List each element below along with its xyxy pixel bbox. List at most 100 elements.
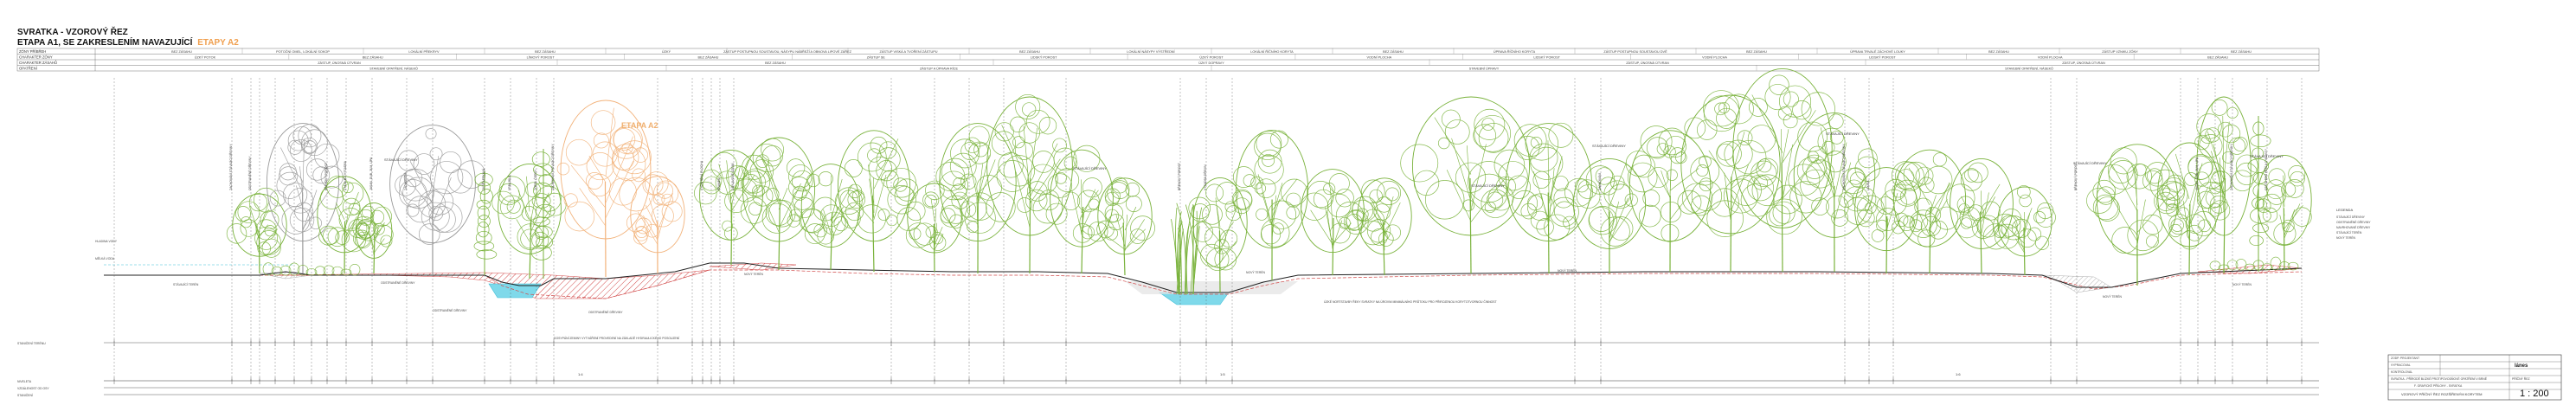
section-mark: 1:6: [1956, 372, 1961, 376]
tree: [734, 137, 816, 271]
table-cell: LIDSKÝ POROST: [1533, 56, 1560, 60]
zone-table-rowlabels: ZÓNY PŘÍBŘEH CHARAKTER ZÓNY CHARAKTER ZÁ…: [19, 49, 57, 71]
vertical-annotation: ZACHOVÁNÍ: [404, 173, 408, 190]
tree: [266, 123, 344, 274]
annotation: ODSTRANĚNÉ DŘEVINY: [381, 280, 415, 285]
axis-row-label: VZDÁLENOST OD OSY: [17, 387, 49, 390]
title-block-section: PŘÍČNÝ ŘEZ: [2512, 376, 2530, 381]
annotation: NOVÝ TERÉN: [1246, 270, 1266, 274]
axis-ticks: [113, 339, 2303, 384]
legend-item: NOVÝ TERÉN: [2336, 235, 2356, 240]
table-cell: ZÁSTUP VZNIKU ZÓNY: [2102, 49, 2138, 54]
new-terrain-line: [260, 269, 2303, 299]
vertical-annotation: CESTA PRO PĚŠÍ A CYKLISTY: [2264, 148, 2268, 190]
axis-rows: STANIČENÍ TERÉNU NIVELETA VZDÁLENOST OD …: [17, 341, 2319, 397]
shrub-row: [262, 262, 361, 276]
tree: [1732, 68, 1835, 273]
tree: [1564, 158, 1647, 274]
table-cell: BEZ ZÁSAHU: [2231, 50, 2252, 54]
vertical-annotation: JASAN, DUB, JILM, LÍPA: [2195, 157, 2199, 190]
annotation: STÁVAJÍCÍ DŘEVINY: [1826, 132, 1860, 136]
table-cell: ÚZKÝ: [662, 49, 671, 54]
title-block-drawing-name: VZOROVÝ PŘÍČNÝ ŘEZ ROZŠÍŘENÝM KORYTEM: [2401, 392, 2483, 396]
vertical-annotation: ZACHOVÁNÍ STÁVAJÍCÍ DŘEVINY: [2229, 144, 2233, 190]
legend-title: LEGENDA: [2336, 208, 2353, 212]
tree: [896, 180, 964, 273]
title-line1: SVRATKA - VZOROVÝ ŘEZ: [17, 26, 128, 37]
table-cell: BEZ ZÁSAHU: [1019, 50, 1040, 54]
table-cell: ZÁSTUP, ÚNOSNÁ ÚTVRAN: [1626, 61, 1669, 65]
table-cell: STAVEBNÍ OPATŘENÍ, NÁSEKŮ: [369, 67, 418, 71]
vertical-annotation: VYČIŠTĚNÁ PLOCHA: [699, 160, 703, 190]
tree: [2086, 144, 2188, 286]
table-cell: ZÁSTUP POSTUPNOU SOUSTAVOU, NÁSYPU NÁBŘE…: [723, 49, 852, 54]
table-cell: ZÁSTUP, ÚNOSNÁ ÚTVRAN: [2062, 61, 2105, 65]
section-mark: 1:5: [1220, 372, 1225, 376]
tree: [1506, 122, 1592, 274]
vertical-annotation: BŘEHOVÝ POROST: [1177, 163, 1181, 190]
annotation: STÁVAJÍCÍ TERÉN: [173, 282, 199, 286]
tree: [1301, 169, 1374, 276]
tree: [1400, 96, 1531, 274]
annotation: NOVÝ TERÉN: [1558, 268, 1577, 273]
table-cell: POTOČNÍ OMEL, LOKÁLNÍ SOKOP: [276, 49, 330, 54]
vertical-annotation: BŘEHOVÝ POROST: [324, 163, 328, 190]
table-cell: BEZ ZÁSAHU: [1383, 50, 1404, 54]
tree: [1045, 145, 1114, 274]
title-block-firm: lánes: [2515, 363, 2528, 369]
table-cell: BEZ ZÁSAHU: [171, 50, 192, 54]
vertical-annotation: ZACHOVÁNÍ: [1598, 173, 1602, 190]
tree: [1188, 177, 1248, 293]
table-cell: LIDSKÝ POROST: [1869, 56, 1896, 60]
tree: [1844, 167, 1921, 274]
tree: [1680, 90, 1781, 273]
section-mark: 1:4: [578, 372, 583, 376]
tree: [1625, 125, 1723, 273]
annotations: STÁVAJÍCÍ DŘEVINY STÁVAJÍCÍ DŘEVINY STÁV…: [95, 132, 2284, 340]
zone-table: [16, 48, 2320, 72]
table-cell: BEZ ZÁSAHU: [698, 56, 719, 60]
annotation: NOVÝ TERÉN: [2232, 282, 2252, 286]
tree: [226, 187, 287, 274]
table-row-label: CHARAKTER ZÓNY: [19, 55, 53, 60]
legend: LEGENDA STÁVAJÍCÍ DŘEVINY ODSTRANĚNÉ DŘE…: [2336, 208, 2371, 240]
vertical-annotation: VRBA BÍLÁ: [508, 175, 511, 190]
title-block-line: KONTROLOVAL: [2391, 370, 2412, 374]
tree: [348, 202, 394, 274]
vertical-annotation: ZACHOVÁNÍ STÁVAJÍCÍ DŘEVINY: [228, 144, 233, 190]
tree: [1892, 149, 1975, 274]
table-cell: ÚZKÝ DOPRAVY: [1198, 61, 1224, 65]
vertical-annotation: ZACHOVÁNÍ STÁVAJÍCÍ DŘEVINY: [550, 144, 555, 190]
table-cell: VODNÍ PLOCHA: [2038, 56, 2063, 60]
table-cell: LÍNIOVÝ POROST: [527, 56, 556, 60]
table-cell: STAVEBNÍ OPATŘENÍ, NÁSEKŮ: [2005, 67, 2053, 71]
table-cell: BEZ ZÁSAHU: [363, 56, 383, 60]
vertical-annotation: JASAN, DUB, JILM, LÍPA: [369, 157, 373, 190]
tree: [935, 123, 1017, 274]
table-cell: LIDSKÝ POROST: [1031, 56, 1057, 60]
shrub-row: [2209, 256, 2299, 271]
tree: [1788, 112, 1880, 273]
title-block-drawing-no: F. GRAFICKÉ PŘÍLOHY - SVRATKA: [2414, 383, 2463, 388]
table-cell: BEZ ZÁSAHU: [535, 50, 556, 54]
title-line2-accent: ETAPY A2: [197, 38, 239, 48]
table-cell: ÚZKÝ POROST: [1199, 55, 1224, 60]
title-line2-main: ETAPA A1, SE ZAKRESLENÍM NAVAZUJÍCÍ: [17, 36, 193, 48]
annotation: NOVÝ TERÉN: [2103, 294, 2123, 299]
vertical-annotation: PRAMEN: [717, 177, 721, 190]
title-block: ZODP. PROJEKTANT VYPRACOVAL KONTROLOVAL …: [2387, 354, 2562, 401]
annotation: HLADINA VODY: [95, 240, 118, 243]
header: SVRATKA - VZOROVÝ ŘEZ ETAPA A1, SE ZAKRE…: [17, 26, 239, 48]
annotation: STÁVAJÍCÍ DŘEVINY: [1471, 183, 1505, 188]
section-vertical-lines: [113, 78, 2303, 381]
table-cell: ZÁSTUP VISKÁ A TVOŘENÍ ZÁSTUPU: [880, 49, 938, 54]
axis-row-label: STANIČENÍ: [17, 393, 33, 397]
tree: [1096, 177, 1155, 276]
tree: [389, 125, 486, 276]
stage-a2-label: ETAPA A2: [621, 121, 658, 130]
vertical-annotation: STÁVAJÍCÍ VÝSADBA: [344, 160, 347, 190]
reeds: [1171, 202, 1203, 295]
tree: [556, 100, 653, 278]
table-row-label: CHARAKTER ZÁSAHŮ: [19, 61, 57, 65]
